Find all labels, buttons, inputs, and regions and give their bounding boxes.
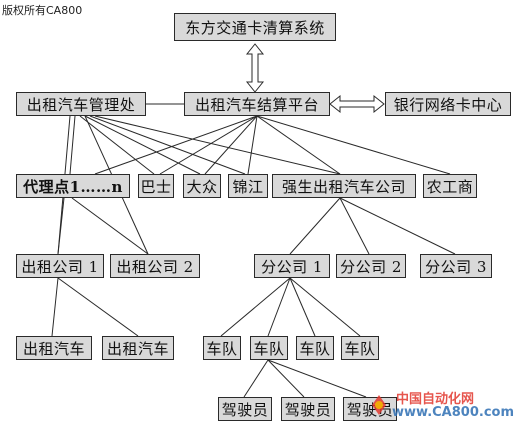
node-driver-1: 驾驶员: [218, 397, 272, 421]
connector: [267, 359, 305, 398]
connector: [71, 197, 149, 255]
connector: [339, 197, 370, 255]
connector-lines: [51, 115, 456, 398]
copyright-text: 版权所有CA800: [2, 4, 83, 17]
node-branch-3: 分公司 3: [420, 254, 492, 278]
node-taxi-company-1: 出租公司 1: [16, 254, 104, 278]
connector: [94, 115, 258, 175]
node-jinjiang: 锦江: [228, 174, 268, 198]
watermark-logo-icon: [372, 395, 386, 415]
connector: [69, 115, 76, 175]
connector: [289, 277, 316, 337]
node-taxi-settlement: 出租汽车结算平台: [184, 92, 330, 116]
connector: [79, 115, 155, 175]
connector: [339, 197, 456, 255]
node-bank-center: 银行网络卡中心: [385, 92, 511, 116]
node-qiangsheng: 强生出租汽车公司: [272, 174, 416, 198]
connector: [267, 359, 367, 398]
connector: [243, 359, 269, 398]
double-arrow-vertical: [245, 43, 265, 93]
connector: [289, 277, 361, 337]
connector: [89, 115, 246, 175]
connector: [256, 115, 341, 175]
node-branch-1: 分公司 1: [254, 254, 330, 278]
connector: [57, 277, 139, 337]
watermark-title: 中国自动化网: [396, 392, 475, 407]
watermark-url: www.CA800.com: [392, 405, 514, 420]
node-clearing-system: 东方交通卡清算系统: [174, 13, 336, 41]
node-driver-2: 驾驶员: [281, 397, 335, 421]
node-bus: 巴士: [138, 174, 174, 198]
node-fleet-4: 车队: [341, 336, 379, 360]
node-dazhong: 大众: [183, 174, 221, 198]
connector: [57, 197, 65, 255]
node-taxi-company-2: 出租公司 2: [110, 254, 200, 278]
connector: [267, 277, 291, 337]
connector: [247, 115, 258, 175]
watermark: 中国自动化网 www.CA800.com: [366, 388, 514, 428]
double-arrow-horizontal: [329, 94, 385, 114]
node-fleet-1: 车队: [203, 336, 241, 360]
connector: [84, 115, 201, 175]
connector: [159, 115, 258, 175]
node-fleet-3: 车队: [296, 336, 334, 360]
node-agents: 代理点1……n: [16, 174, 130, 198]
node-nonggongshang: 农工商: [423, 174, 477, 198]
connector: [289, 197, 341, 255]
node-fleet-2: 车队: [250, 336, 288, 360]
connector: [256, 115, 451, 175]
connector: [94, 115, 341, 175]
node-taxi-management: 出租汽车管理处: [16, 92, 146, 116]
connector: [220, 277, 291, 337]
connector: [51, 277, 59, 337]
node-taxi-car-2: 出租汽车: [102, 336, 174, 360]
connector: [204, 115, 258, 175]
node-taxi-car-1: 出租汽车: [16, 336, 92, 360]
node-branch-2: 分公司 2: [336, 254, 406, 278]
